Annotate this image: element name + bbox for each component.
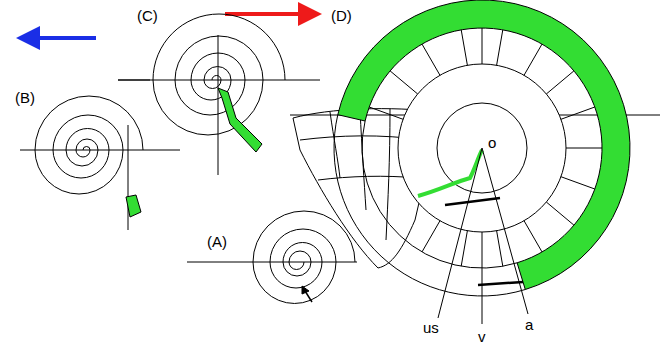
point-label: v [477, 329, 487, 344]
panel-label: (D) [330, 8, 353, 23]
panel-label: (C) [136, 8, 159, 23]
spiral-a [253, 211, 355, 303]
green-chamber [218, 88, 262, 152]
green-body-chamber [338, 0, 630, 289]
blue-arrow [28, 36, 96, 40]
point-label: us [422, 320, 440, 335]
red-arrow [225, 12, 310, 16]
green-chamber [126, 195, 141, 217]
point-label: a [524, 317, 534, 332]
spiral-c [153, 14, 285, 135]
panel-label: (B) [14, 90, 36, 105]
spiral-b [35, 96, 143, 194]
point-label: o [487, 135, 497, 150]
panel-label: (A) [206, 234, 228, 249]
